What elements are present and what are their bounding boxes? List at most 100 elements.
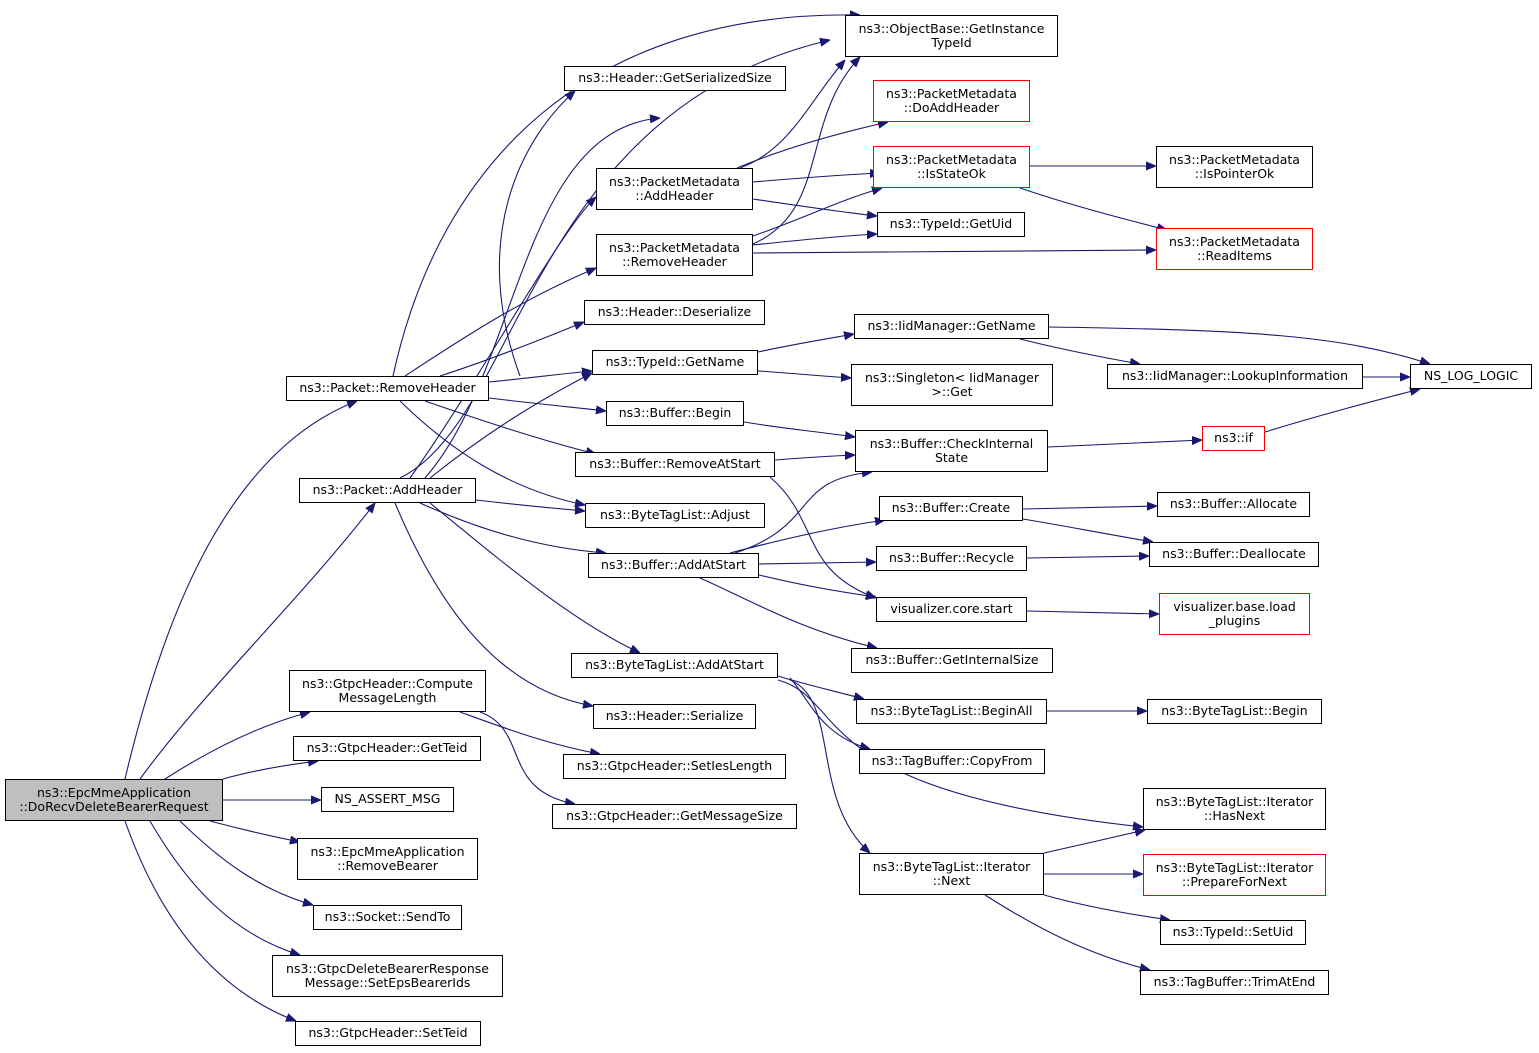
node-epcmme-dorecvdeletebearerrequest: ns3::EpcMmeApplication::DoRecvDeleteBear… — [5, 779, 223, 821]
node-buffer-deallocate[interactable]: ns3::Buffer::Deallocate — [1149, 542, 1319, 567]
e-root-sendto — [179, 820, 313, 905]
e-rh-getinst — [392, 15, 860, 377]
node-socket-sendto[interactable]: ns3::Socket::SendTo — [313, 905, 462, 930]
node-buffer-getinternalsize[interactable]: ns3::Buffer::GetInternalSize — [851, 648, 1053, 673]
e-ah-hdrser — [394, 502, 593, 706]
e-iid-nslog — [1048, 326, 1430, 364]
node-buffer-addatstart[interactable]: ns3::Buffer::AddAtStart — [588, 553, 759, 578]
e-bufaddat-getint — [699, 577, 877, 648]
node-singleton-iidmanager-get[interactable]: ns3::Singleton< IidManager>::Get — [851, 364, 1053, 406]
e-rh-btladjust — [399, 400, 585, 505]
node-ns3-if[interactable]: ns3::if — [1202, 426, 1265, 451]
node-buffer-allocate[interactable]: ns3::Buffer::Allocate — [1157, 492, 1310, 517]
node-packetmetadata-addheader[interactable]: ns3::PacketMetadata::AddHeader — [596, 168, 753, 210]
e-root-computelen — [164, 712, 310, 780]
e-rh-tidgetname — [488, 371, 592, 383]
e-rh-bufremat — [424, 400, 596, 454]
node-typeid-setuid[interactable]: ns3::TypeId::SetUid — [1160, 920, 1306, 945]
node-packetmetadata-doaddheader[interactable]: ns3::PacketMetadata::DoAddHeader — [873, 80, 1030, 122]
e-itnext-trim — [984, 894, 1150, 970]
e-create-alloc — [1022, 506, 1157, 509]
node-packet-addheader[interactable]: ns3::Packet::AddHeader — [299, 478, 476, 503]
node-epcmme-removebearer[interactable]: ns3::EpcMmeApplication::RemoveBearer — [297, 838, 478, 880]
e-ah-tidgetname — [429, 373, 592, 479]
e-pmadd-doadd — [736, 122, 888, 169]
e-bufrem-vizstart — [769, 476, 876, 598]
e-bufaddat-vizstart — [758, 574, 876, 597]
node-visualizer-base-load-plugins[interactable]: visualizer.base.load_plugins — [1159, 593, 1310, 635]
node-header-getserializedsize[interactable]: ns3::Header::GetSerializedSize — [564, 66, 786, 91]
node-gtpcheader-getteid[interactable]: ns3::GtpcHeader::GetTeid — [293, 736, 481, 761]
e-root-seteps — [149, 820, 300, 955]
node-ns-log-logic[interactable]: NS_LOG_LOGIC — [1410, 364, 1532, 389]
e-ah-getsersize — [424, 118, 660, 479]
node-typeid-getname[interactable]: ns3::TypeId::GetName — [592, 350, 758, 375]
node-bytetaglist-adjust[interactable]: ns3::ByteTagList::Adjust — [585, 503, 765, 528]
e-root-removeheader — [124, 401, 357, 780]
e-pmrem-isstate — [752, 188, 882, 237]
e-pmadd-isstate — [752, 173, 880, 183]
e-compute-setieslen — [459, 711, 600, 754]
node-ns-assert-msg[interactable]: NS_ASSERT_MSG — [321, 787, 454, 812]
node-bytetaglist-begin[interactable]: ns3::ByteTagList::Begin — [1147, 699, 1322, 724]
e-bufaddat-check — [734, 472, 872, 554]
e-btladd-copyfrom — [789, 677, 870, 749]
node-buffer-begin[interactable]: ns3::Buffer::Begin — [606, 401, 744, 426]
node-packetmetadata-readitems[interactable]: ns3::PacketMetadata::ReadItems — [1156, 228, 1313, 270]
node-iidmanager-getname[interactable]: ns3::IidManager::GetName — [854, 314, 1049, 339]
e-nsif-nslog — [1264, 389, 1420, 433]
e-pmrem-readitems — [752, 250, 1156, 253]
node-bytetaglist-iterator-preparefornext[interactable]: ns3::ByteTagList::Iterator::PrepareForNe… — [1143, 854, 1326, 896]
e-ah-btladdat — [429, 502, 640, 653]
e-rh-hdrdeser — [439, 322, 584, 377]
node-gtpcheader-getmessagesize[interactable]: ns3::GtpcHeader::GetMessageSize — [552, 804, 797, 829]
e-iid-lookup — [1019, 338, 1140, 364]
e-create-dealloc — [1022, 518, 1153, 542]
node-header-serialize[interactable]: ns3::Header::Serialize — [593, 704, 756, 729]
e-itnext-setuid — [1043, 894, 1170, 920]
node-buffer-create[interactable]: ns3::Buffer::Create — [879, 496, 1023, 521]
e-pmrem-getuid — [752, 234, 877, 246]
e-bufbegin-check — [743, 421, 855, 437]
node-packet-removeheader[interactable]: ns3::Packet::RemoveHeader — [286, 376, 489, 401]
node-buffer-recycle[interactable]: ns3::Buffer::Recycle — [876, 546, 1027, 571]
node-bytetaglist-iterator-next[interactable]: ns3::ByteTagList::Iterator::Next — [859, 853, 1044, 895]
e-vizstart-load — [1026, 611, 1159, 614]
e-pmadd-getinst — [739, 60, 845, 169]
e-pmadd-getuid — [752, 198, 877, 216]
e-check-nsif — [1047, 440, 1202, 448]
node-visualizer-core-start[interactable]: visualizer.core.start — [876, 597, 1027, 622]
node-tagbuffer-copyfrom[interactable]: ns3::TagBuffer::CopyFrom — [859, 749, 1045, 774]
e-ah-pmadd — [409, 197, 596, 479]
e-rh-pmremove — [404, 268, 596, 377]
e-pmrem-getinst — [752, 57, 860, 245]
node-bytetaglist-addatstart[interactable]: ns3::ByteTagList::AddAtStart — [571, 653, 778, 678]
node-bytetaglist-beginall[interactable]: ns3::ByteTagList::BeginAll — [856, 699, 1047, 724]
node-packetmetadata-ispointerok[interactable]: ns3::PacketMetadata::IsPointerOk — [1156, 146, 1313, 188]
e-isstate-readitems — [1019, 187, 1167, 230]
e-btladd-beginall — [777, 675, 864, 699]
node-packetmetadata-removeheader[interactable]: ns3::PacketMetadata::RemoveHeader — [596, 234, 753, 276]
node-bytetaglist-iterator-hasnext[interactable]: ns3::ByteTagList::Iterator::HasNext — [1143, 788, 1326, 830]
e-root-addheader — [139, 503, 375, 780]
node-typeid-getuid[interactable]: ns3::TypeId::GetUid — [877, 212, 1025, 237]
node-gtpcheader-setteid[interactable]: ns3::GtpcHeader::SetTeid — [295, 1021, 481, 1046]
e-bufrem-check — [774, 455, 855, 461]
e-root-getteid — [222, 761, 318, 780]
e-rh-getsersize — [499, 91, 575, 377]
e-ah-btladjust — [475, 499, 585, 511]
node-tagbuffer-trimatend[interactable]: ns3::TagBuffer::TrimAtEnd — [1140, 970, 1329, 995]
node-buffer-removeatstart[interactable]: ns3::Buffer::RemoveAtStart — [575, 452, 775, 477]
node-iidmanager-lookupinformation[interactable]: ns3::IidManager::LookupInformation — [1107, 364, 1363, 389]
node-gtpcheader-setieslength[interactable]: ns3::GtpcHeader::SetIesLength — [563, 754, 786, 779]
e-itnext-hasnext — [1043, 830, 1145, 854]
e-tidgetname-iid — [757, 334, 854, 353]
node-packetmetadata-isstateok[interactable]: ns3::PacketMetadata::IsStateOk — [873, 146, 1030, 188]
node-header-deserialize[interactable]: ns3::Header::Deserialize — [584, 300, 765, 325]
